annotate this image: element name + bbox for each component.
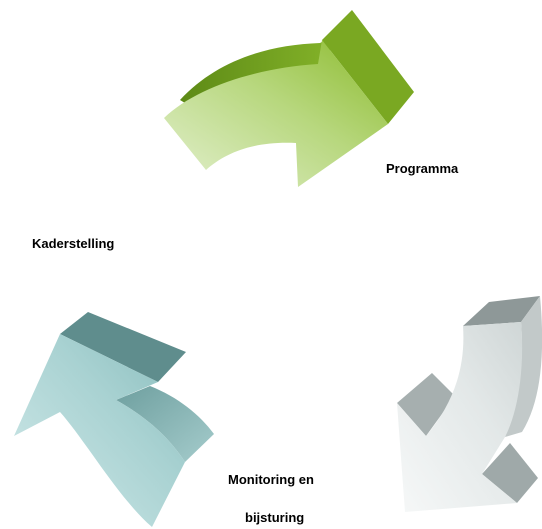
arrow-programma <box>164 10 414 187</box>
arrow-kaderstelling-head-top <box>60 312 186 382</box>
arrow-kaderstelling-face <box>14 334 185 527</box>
arrow-monitoring-face <box>397 322 523 512</box>
label-monitoring-line1: Monitoring en <box>228 472 314 487</box>
arrow-monitoring-head-left <box>397 373 455 436</box>
arrow-kaderstelling <box>14 312 214 527</box>
label-programma: Programma <box>386 161 459 176</box>
arrow-monitoring <box>397 296 542 512</box>
label-kaderstelling: Kaderstelling <box>32 236 115 251</box>
arrow-monitoring-side <box>505 296 542 437</box>
arrow-programma-head-top <box>322 10 414 124</box>
arrow-monitoring-head-right <box>482 443 538 503</box>
label-monitoring-line2: bijsturing <box>245 510 305 525</box>
arrow-programma-face <box>164 40 388 187</box>
arrow-monitoring-top <box>463 296 540 326</box>
arrow-kaderstelling-inner <box>116 386 214 462</box>
